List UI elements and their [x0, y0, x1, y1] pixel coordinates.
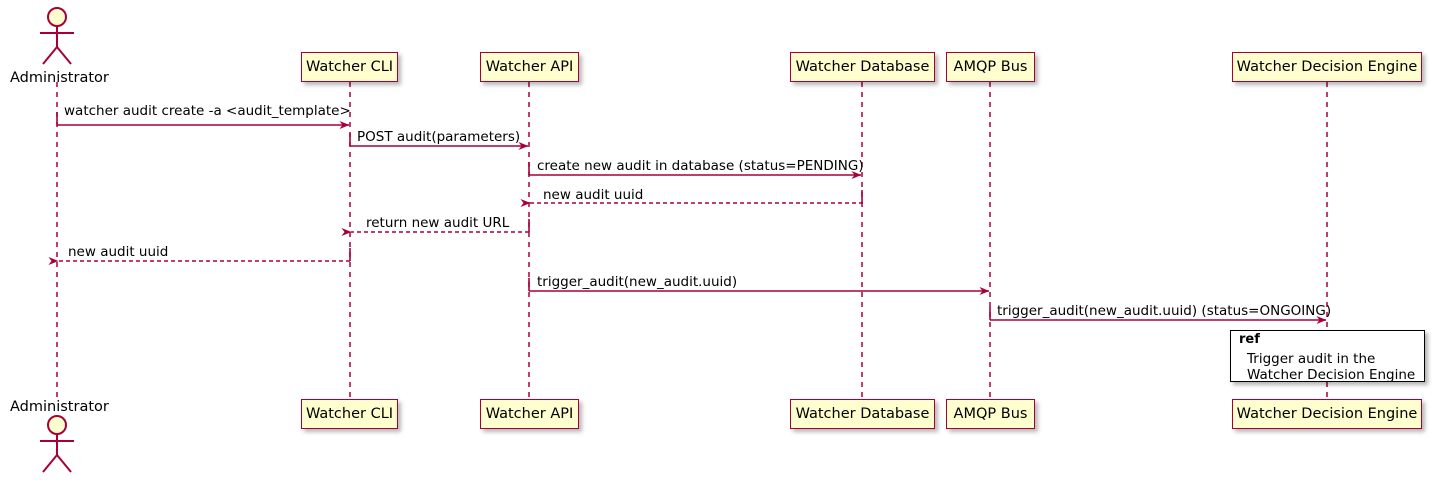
ref-fragment-body: Trigger audit in the Watcher Decision En… [1247, 351, 1415, 383]
message-label-new-audit-uuid-cli: new audit uuid [68, 244, 169, 260]
ref-fragment-tag-label: ref [1239, 332, 1260, 347]
messages-group [48, 121, 1327, 324]
lifelines-group [56, 82, 1328, 399]
ref-fragment-line-2: Watcher Decision Engine [1247, 367, 1416, 383]
actor-label-administrator-bottom: Administrator [10, 399, 109, 415]
message-label-create-new-audit: create new audit in database (status=PEN… [537, 158, 864, 174]
actor-figure-administrator-bottom [40, 415, 74, 473]
message-label-watcher-audit-create: watcher audit create -a <audit_template> [64, 103, 351, 119]
message-label-trigger-audit-ongoing: trigger_audit(new_audit.uuid) (status=ON… [997, 303, 1332, 319]
ref-fragment-box[interactable]: ref Trigger audit in the Watcher Decisio… [1230, 330, 1425, 383]
message-origin-ticks [56, 112, 991, 320]
message-label-trigger-audit: trigger_audit(new_audit.uuid) [537, 274, 738, 290]
actor-label-administrator-top: Administrator [10, 70, 109, 86]
participant-box-watcher-api-top[interactable]: Watcher API [480, 52, 579, 82]
message-label-new-audit-uuid-db: new audit uuid [543, 187, 644, 203]
participant-box-watcher-database-bottom[interactable]: Watcher Database [790, 399, 935, 429]
message-label-post-audit: POST audit(parameters) [357, 129, 521, 145]
participant-box-watcher-decision-engine-top[interactable]: Watcher Decision Engine [1232, 52, 1422, 82]
participant-box-watcher-database-top[interactable]: Watcher Database [790, 52, 935, 82]
ref-fragment-line-1: Trigger audit in the [1247, 351, 1376, 367]
participant-box-watcher-api-bottom[interactable]: Watcher API [480, 399, 579, 429]
participant-box-amqp-bus-top[interactable]: AMQP Bus [946, 52, 1035, 82]
participant-box-amqp-bus-bottom[interactable]: AMQP Bus [946, 399, 1035, 429]
participant-box-watcher-decision-engine-bottom[interactable]: Watcher Decision Engine [1232, 399, 1422, 429]
participant-box-watcher-cli-bottom[interactable]: Watcher CLI [301, 399, 398, 429]
participant-box-watcher-cli-top[interactable]: Watcher CLI [301, 52, 398, 82]
actor-figure-administrator-top [40, 7, 74, 65]
message-label-return-new-audit-url: return new audit URL [366, 215, 510, 231]
